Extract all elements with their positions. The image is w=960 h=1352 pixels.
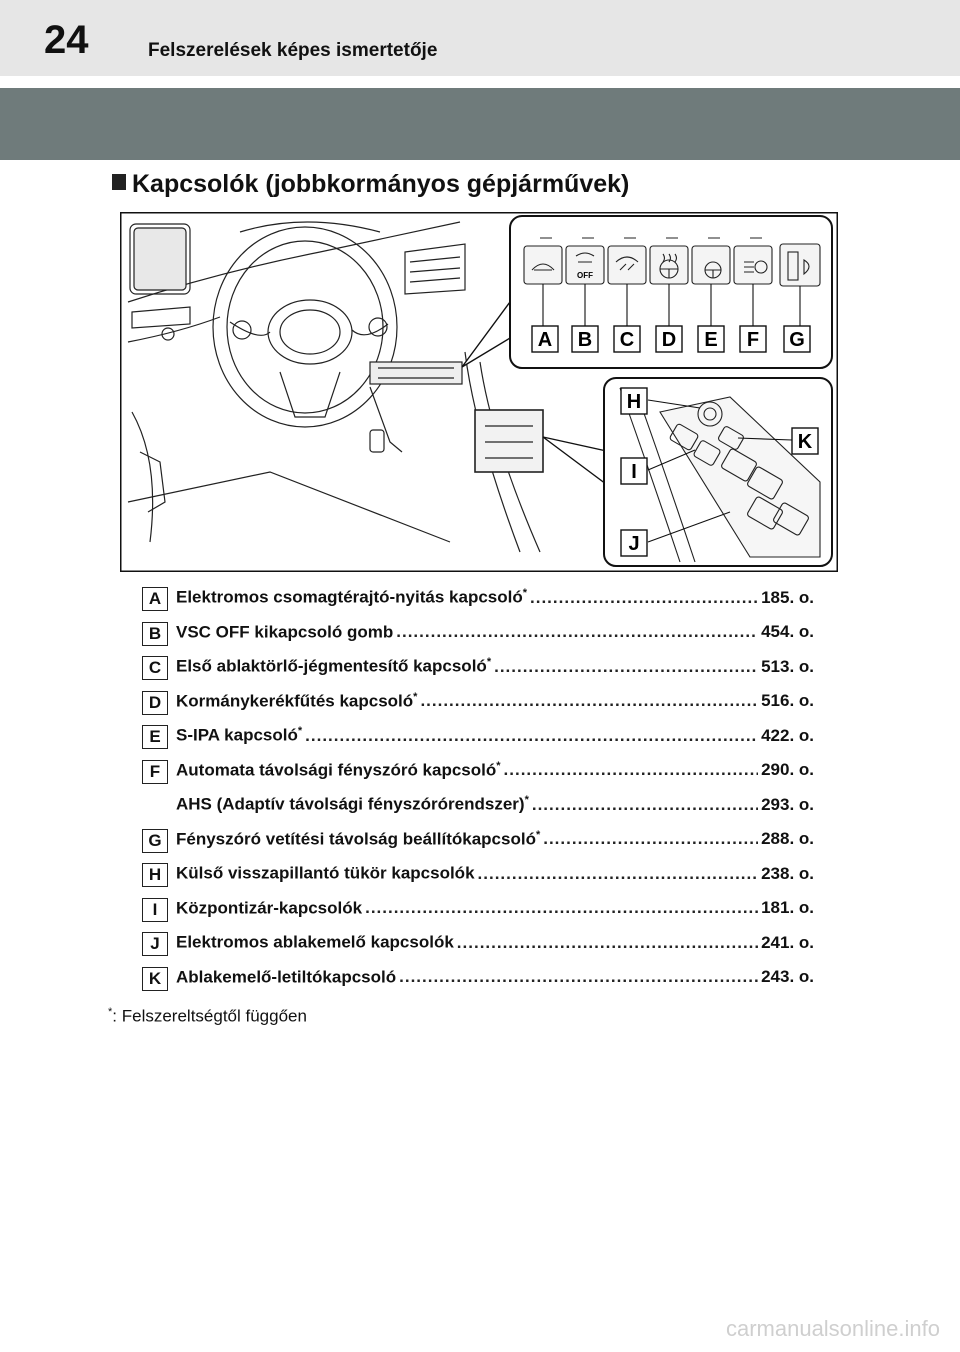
item-key: H bbox=[142, 863, 168, 887]
item-label: Elektromos ablakemelő kapcsolók bbox=[176, 932, 454, 952]
item-label: Kormánykerékfűtés kapcsoló bbox=[176, 691, 414, 711]
list-item: D Kormánykerékfűtés kapcsoló* 516. o. bbox=[142, 686, 822, 721]
item-star: * bbox=[413, 690, 418, 703]
callout-a: A bbox=[531, 325, 559, 353]
item-star: * bbox=[524, 794, 529, 806]
list-item: E S-IPA kapcsoló* 422. o. bbox=[142, 720, 822, 755]
item-label: Külső visszapillantó tükör kapcsolók bbox=[176, 863, 475, 883]
list-item: A Elektromos csomagtérajtó-nyitás kapcsol… bbox=[142, 582, 822, 617]
item-page: 181. o. bbox=[761, 898, 814, 918]
callout-i: I bbox=[620, 457, 648, 485]
item-page: 185. o. bbox=[761, 587, 814, 607]
list-item: J Elektromos ablakemelő kapcsolók 241. o. bbox=[142, 927, 822, 962]
watermark: carmanualsonline.info bbox=[725, 1316, 940, 1341]
item-page: 238. o. bbox=[761, 863, 814, 883]
item-key: E bbox=[142, 725, 168, 749]
item-star: * bbox=[486, 656, 492, 668]
svg-text:J: J bbox=[628, 533, 639, 555]
item-key: G bbox=[142, 828, 168, 853]
svg-text:F: F bbox=[747, 329, 759, 351]
callout-g: G bbox=[783, 325, 811, 353]
item-key: I bbox=[142, 897, 168, 922]
item-key: D bbox=[142, 690, 168, 715]
item-star: * bbox=[522, 587, 528, 599]
svg-text:G: G bbox=[789, 329, 805, 351]
item-key: J bbox=[142, 932, 168, 956]
item-label: AHS (Adaptív távolsági fényszórórendszer… bbox=[176, 794, 525, 814]
list-item: C Első ablaktörlő-jégmentesítő kapcsoló* 5… bbox=[142, 651, 822, 686]
footnote-star: * bbox=[108, 1006, 113, 1018]
item-label: Ablakemelő-letiltókapcsoló bbox=[176, 967, 397, 987]
footnote: *: Felszereltségtől függően bbox=[108, 1006, 307, 1027]
callout-d: D bbox=[655, 325, 683, 353]
callout-k: K bbox=[791, 427, 819, 455]
callout-h: H bbox=[620, 387, 648, 415]
list-item: F Automata távolsági fényszóró kapcsoló* 2… bbox=[142, 755, 822, 790]
callout-j: J bbox=[620, 529, 648, 557]
list-item: G Fényszóró vetítési távolság beállítókap… bbox=[142, 824, 822, 859]
svg-text:C: C bbox=[620, 329, 634, 351]
page-header bbox=[0, 0, 960, 76]
item-label: S-IPA kapcsoló bbox=[176, 725, 298, 745]
item-page: 516. o. bbox=[761, 691, 814, 711]
svg-text:A: A bbox=[538, 329, 552, 351]
item-label: Központizár-kapcsolók bbox=[176, 898, 363, 918]
list-item: AHS (Adaptív távolsági fényszórórendszer… bbox=[142, 789, 822, 824]
list-item: I Központizár-kapcsolók 181. o. bbox=[142, 893, 822, 928]
page-number: 24 bbox=[44, 18, 89, 62]
item-page: 290. o. bbox=[761, 760, 814, 780]
item-key: C bbox=[142, 656, 168, 680]
item-star: * bbox=[297, 725, 303, 737]
bullet-square-icon bbox=[112, 174, 126, 190]
list-item: B VSC OFF kikapcsoló gomb 454. o. bbox=[142, 617, 822, 652]
chapter-title: Felszerelések képes ismertetője bbox=[148, 40, 438, 61]
item-key: F bbox=[142, 759, 168, 784]
svg-text:K: K bbox=[798, 431, 813, 453]
svg-text:E: E bbox=[704, 329, 717, 351]
item-label: VSC OFF kikapcsoló gomb bbox=[176, 622, 394, 642]
item-label: Első ablaktörlő-jégmentesítő kapcsoló bbox=[176, 656, 487, 676]
svg-text:H: H bbox=[627, 391, 641, 413]
header-band bbox=[0, 88, 960, 160]
callout-e: E bbox=[697, 325, 725, 353]
dashboard-illustration: OFF A B C D E F G H bbox=[120, 212, 838, 572]
item-star: * bbox=[535, 828, 541, 841]
svg-text:D: D bbox=[662, 329, 676, 351]
item-page: 241. o. bbox=[761, 932, 814, 952]
item-page: 422. o. bbox=[761, 725, 814, 745]
callout-f: F bbox=[739, 325, 767, 353]
footnote-text: : Felszereltségtől függően bbox=[112, 1006, 307, 1026]
item-label: Fényszóró vetítési távolság beállítókapc… bbox=[176, 829, 536, 849]
item-page: 288. o. bbox=[761, 829, 814, 849]
item-label: Automata távolsági fényszóró kapcsoló bbox=[176, 760, 497, 780]
item-page: 243. o. bbox=[761, 967, 814, 987]
item-label: Elektromos csomagtérajtó-nyitás kapcsoló bbox=[176, 587, 523, 607]
item-key: K bbox=[142, 966, 168, 991]
svg-text:I: I bbox=[631, 461, 637, 483]
callout-b: B bbox=[571, 325, 599, 353]
item-star: * bbox=[496, 759, 501, 772]
switch-legend-list: A Elektromos csomagtérajtó-nyitás kapcsol… bbox=[142, 582, 822, 996]
section-title: Kapcsolók (jobbkormányos gépjárművek) bbox=[112, 170, 629, 199]
item-page: 454. o. bbox=[761, 622, 814, 642]
item-page: 293. o. bbox=[761, 794, 814, 814]
section-title-text: Kapcsolók (jobbkormányos gépjárművek) bbox=[132, 170, 630, 198]
item-key: B bbox=[142, 621, 168, 646]
item-key: A bbox=[142, 587, 168, 611]
list-item: K Ablakemelő-letiltókapcsoló 243. o. bbox=[142, 962, 822, 997]
svg-text:B: B bbox=[578, 329, 592, 351]
callout-c: C bbox=[613, 325, 641, 353]
off-label: OFF bbox=[577, 271, 593, 280]
list-item: H Külső visszapillantó tükör kapcsolók 238… bbox=[142, 858, 822, 893]
item-page: 513. o. bbox=[761, 656, 814, 676]
